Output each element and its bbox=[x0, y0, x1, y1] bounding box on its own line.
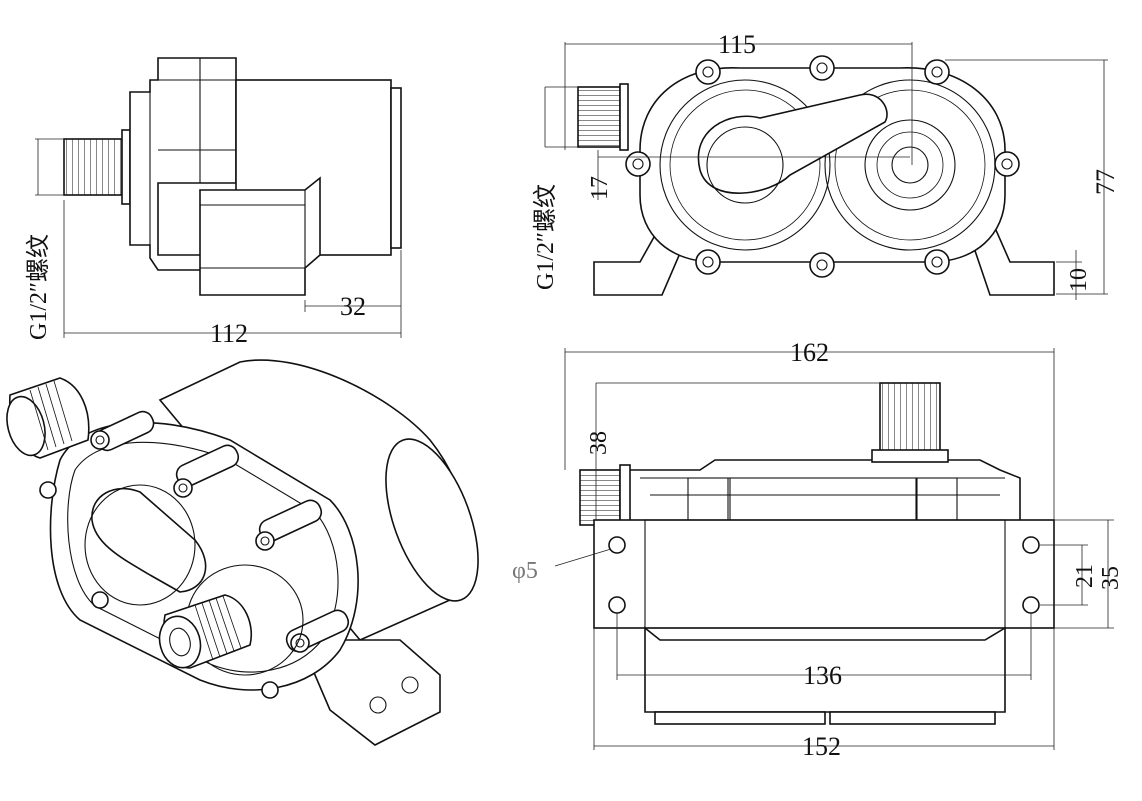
dim-32-label: 32 bbox=[340, 292, 366, 321]
dim-38-label: 38 bbox=[586, 431, 612, 455]
side-thread-label: G1/2″螺纹 bbox=[25, 234, 52, 340]
dim-phi5: φ5 bbox=[512, 548, 612, 584]
iso-bolt-bosses bbox=[39, 410, 350, 699]
dim-35-label: 35 bbox=[1098, 566, 1124, 590]
dim-17: 17 bbox=[545, 86, 910, 200]
dim-21-label: 21 bbox=[1072, 564, 1098, 588]
iso-passage bbox=[91, 487, 207, 593]
dim-136: 136 bbox=[616, 613, 1032, 690]
front-view: 115 77 10 17 G1/2″螺纹 bbox=[532, 30, 1120, 300]
front-right-chamber bbox=[824, 79, 996, 251]
side-outlet-block bbox=[199, 176, 321, 296]
dim-112-label: 112 bbox=[210, 319, 248, 348]
front-housing bbox=[639, 67, 1006, 263]
side-view: 112 32 G1/2″螺纹 bbox=[25, 57, 402, 348]
front-thread-label: G1/2″螺纹 bbox=[532, 184, 559, 290]
dim-77: 77 bbox=[945, 59, 1120, 295]
dim-10: 10 bbox=[1056, 250, 1092, 300]
dim-phi5-label: φ5 bbox=[512, 558, 538, 584]
dim-17-label: 17 bbox=[587, 176, 613, 200]
dim-136-label: 136 bbox=[803, 661, 842, 690]
bottom-base-plate bbox=[593, 519, 1055, 629]
dim-112: 112 bbox=[63, 200, 402, 348]
bottom-hole-br bbox=[1022, 596, 1040, 614]
bottom-lower-body bbox=[644, 626, 1006, 713]
dim-21: 21 bbox=[1040, 544, 1098, 606]
bottom-hole-tl bbox=[608, 536, 626, 554]
dim-162: 162 bbox=[564, 338, 1055, 520]
dim-77-label: 77 bbox=[1091, 169, 1120, 195]
dim-38: 38 bbox=[586, 382, 880, 520]
dim-10-label: 10 bbox=[1066, 268, 1092, 292]
front-bolt-ears bbox=[625, 55, 1020, 278]
isometric-view bbox=[6, 359, 479, 746]
dim-152: 152 bbox=[593, 628, 1055, 761]
bottom-hole-tr bbox=[1022, 536, 1040, 554]
iso-mount-foot bbox=[298, 639, 441, 746]
side-hex-block bbox=[129, 57, 237, 271]
front-passage bbox=[697, 93, 888, 194]
dim-35: 35 bbox=[1054, 519, 1124, 629]
front-left-chamber bbox=[659, 79, 831, 251]
dim-115-label: 115 bbox=[718, 30, 756, 59]
dim-152-label: 152 bbox=[802, 732, 841, 761]
dim-162-label: 162 bbox=[790, 338, 829, 367]
bottom-view: 162 38 φ5 21 35 bbox=[512, 338, 1124, 761]
dim-32: 32 bbox=[304, 292, 401, 321]
dim-115: 115 bbox=[564, 30, 913, 165]
front-outlet-port bbox=[891, 146, 929, 184]
bottom-hole-bl bbox=[608, 596, 626, 614]
